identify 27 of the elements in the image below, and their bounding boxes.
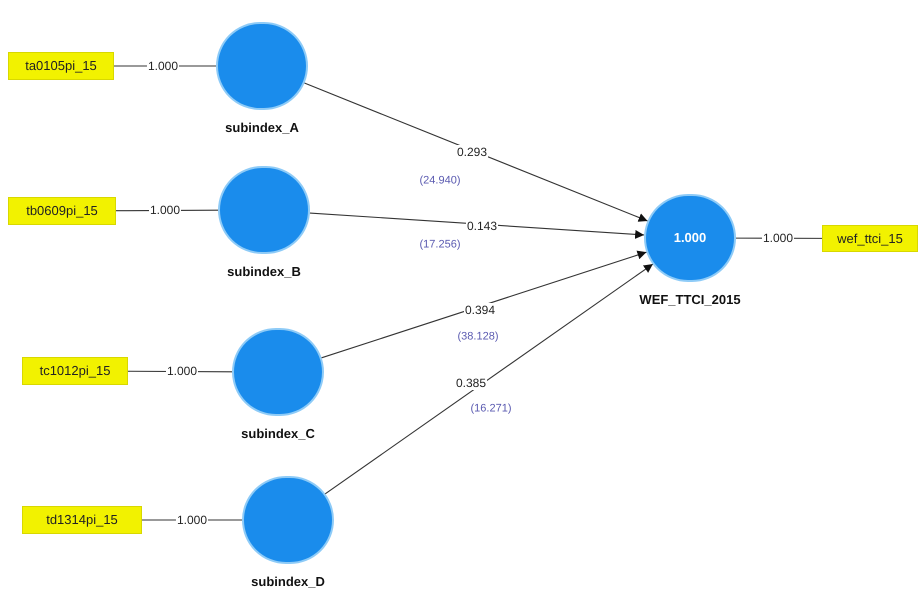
indicator-box: wef_ttci_15 [822, 225, 918, 252]
edge-label: 0.143 [466, 219, 498, 233]
t-value-label: (17.256) [420, 238, 460, 252]
edge-label: 1.000 [176, 513, 208, 527]
arrow [324, 264, 654, 494]
arrow [304, 82, 648, 222]
edge-label: 1.000 [146, 59, 180, 73]
indicator-box: tb0609pi_15 [8, 197, 116, 225]
r-squared-value: 1.000 [674, 229, 706, 248]
construct-name: subindex_D [251, 574, 325, 589]
t-value-label: (16.271) [470, 402, 512, 416]
edge-label: 0.394 [464, 303, 496, 317]
arrow [310, 212, 644, 239]
indicator-box: tc1012pi_15 [22, 357, 128, 385]
edge-label: 1.000 [166, 364, 198, 378]
t-value-label: (38.128) [458, 330, 498, 344]
indicator-box: td1314pi_15 [22, 506, 142, 534]
edge-label: 1.000 [762, 231, 794, 245]
indicator-box: ta0105pi_15 [8, 52, 114, 80]
edge-label: 1.000 [148, 203, 182, 217]
construct-name: subindex_A [225, 120, 299, 135]
t-value-label: (24.940) [420, 174, 460, 188]
edge-label: 0.385 [454, 376, 488, 390]
construct-name: subindex_B [227, 264, 301, 279]
edge-label: 0.293 [456, 145, 488, 159]
construct-name: subindex_C [241, 426, 315, 441]
construct-name: WEF_TTCI_2015 [639, 292, 741, 307]
